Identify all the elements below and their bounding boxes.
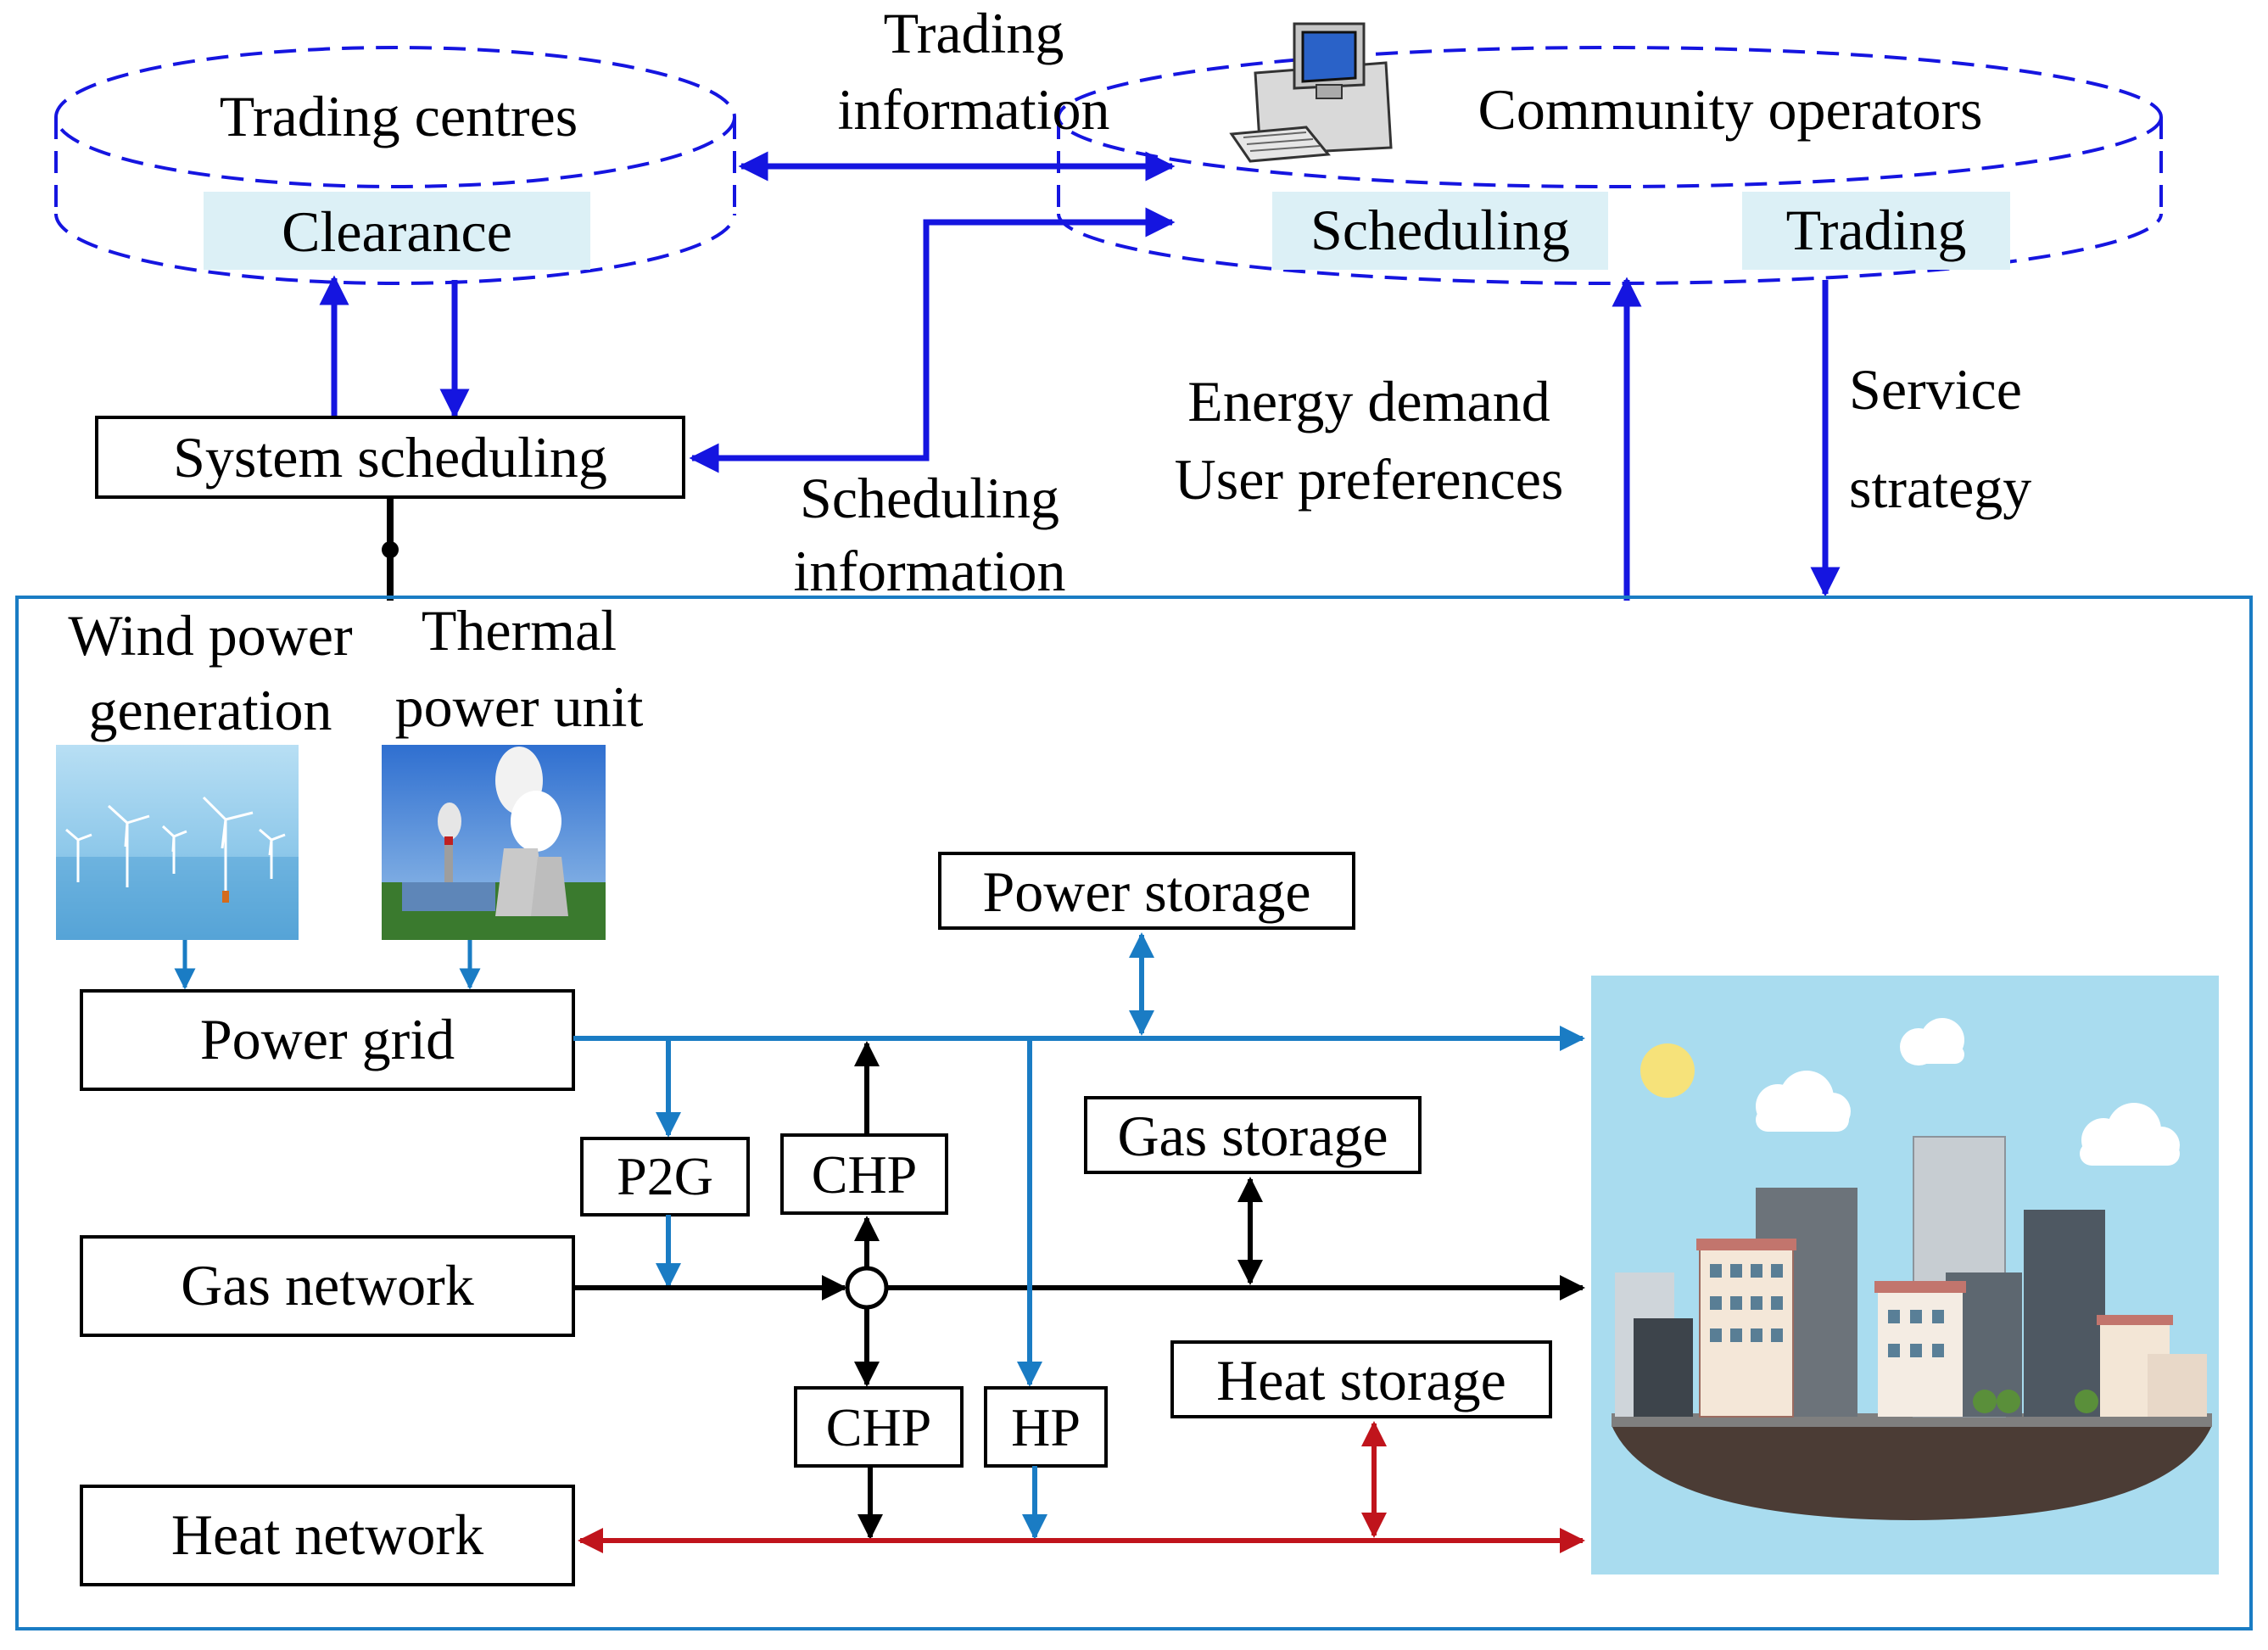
p2g-label: P2G — [617, 1146, 713, 1206]
gas-network-box — [80, 1235, 575, 1337]
city-illustration — [1591, 976, 2219, 1574]
thermal-plant-photo — [382, 745, 606, 940]
community-operators-title: Community operators — [1478, 77, 1983, 142]
trading-information-line1: Trading — [884, 1, 1064, 65]
physical-system-frame — [15, 596, 2253, 1630]
heat-network-label: Heat network — [171, 1502, 483, 1567]
trading-label: Trading — [1786, 198, 1967, 262]
clearance-label-bg — [204, 192, 590, 270]
chp-lower-box — [794, 1386, 964, 1468]
trading-information-line2: information — [837, 77, 1109, 142]
scheduling-label-bg — [1272, 192, 1608, 270]
scheduling-information-line2: information — [793, 539, 1065, 603]
power-storage-label: Power storage — [982, 859, 1310, 924]
gas-storage-label: Gas storage — [1117, 1104, 1388, 1168]
wind-farm-photo — [56, 745, 299, 940]
scheduling-information-line1: Scheduling — [800, 466, 1059, 530]
chp-lower-label: CHP — [826, 1397, 932, 1457]
service-strategy-line2: strategy — [1849, 456, 2031, 520]
system-scheduling-box — [95, 416, 685, 499]
power-storage-box — [938, 852, 1355, 930]
thermal-power-line2: power unit — [395, 674, 644, 739]
wind-power-line2: generation — [89, 678, 332, 742]
heat-network-box — [80, 1485, 575, 1586]
computer-icon — [1229, 22, 1393, 163]
gas-storage-box — [1084, 1096, 1422, 1174]
service-strategy-line1: Service — [1849, 357, 2022, 422]
energy-demand-line1: Energy demand — [1187, 369, 1550, 433]
heat-storage-box — [1170, 1340, 1552, 1418]
system-scheduling-label: System scheduling — [173, 425, 607, 489]
scheduling-info-arrow — [689, 207, 1176, 473]
chp-upper-label: CHP — [812, 1144, 918, 1205]
hp-label: HP — [1011, 1397, 1081, 1457]
trading-centres-title: Trading centres — [220, 84, 578, 148]
scheduling-label: Scheduling — [1310, 198, 1570, 262]
hp-box — [984, 1386, 1108, 1468]
thermal-power-line1: Thermal — [422, 598, 617, 663]
power-grid-label: Power grid — [200, 1007, 455, 1071]
wind-power-line1: Wind power — [68, 603, 353, 668]
clearance-label: Clearance — [282, 199, 512, 264]
gas-junction-node — [845, 1266, 889, 1310]
gas-network-label: Gas network — [181, 1253, 474, 1317]
p2g-box — [580, 1137, 750, 1217]
trading-label-bg — [1742, 192, 2010, 270]
system-link-dot — [382, 541, 399, 558]
heat-storage-label: Heat storage — [1216, 1348, 1506, 1412]
energy-demand-line2: User preferences — [1175, 447, 1564, 512]
